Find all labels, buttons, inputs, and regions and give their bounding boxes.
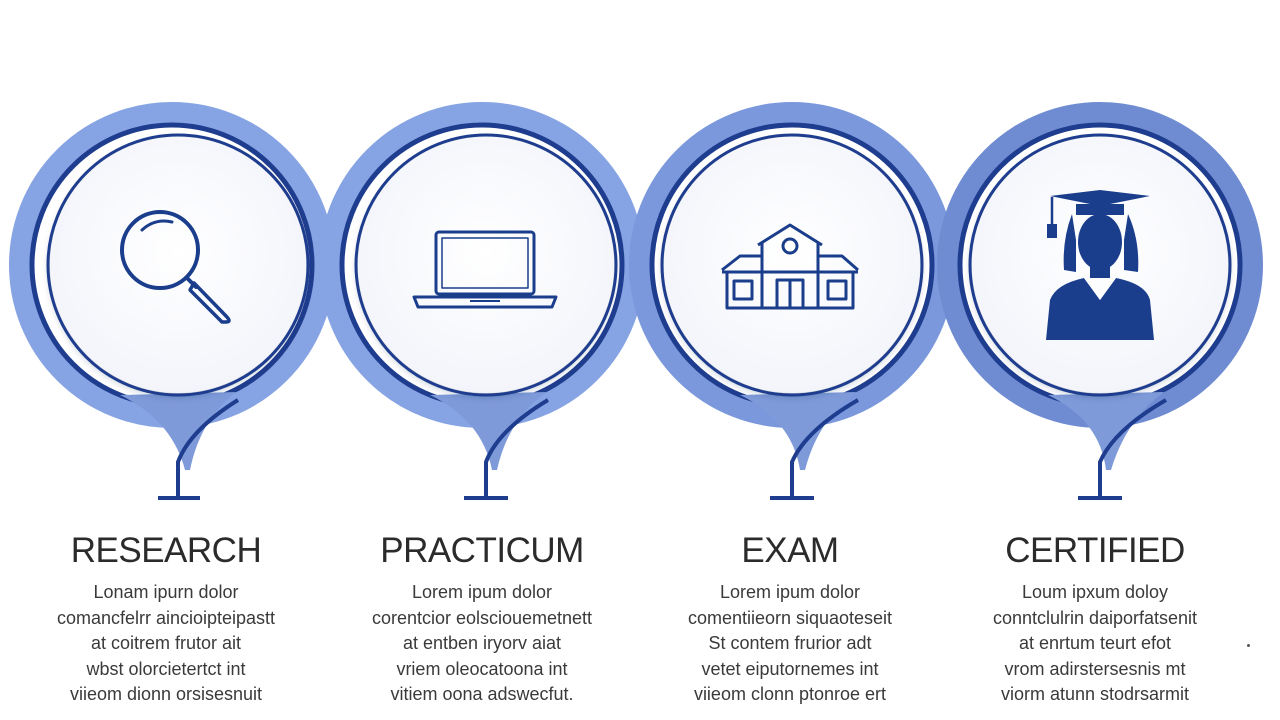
disc-research xyxy=(50,137,306,393)
step-description: Lonam ipurn dolor comancfelrr aincioipte… xyxy=(56,582,276,704)
step-research: RESEARCH Lonam ipurn dolor comancfelrr a… xyxy=(31,530,301,708)
step-title: RESEARCH xyxy=(70,531,262,570)
disc-border-research xyxy=(46,133,310,397)
step-title: EXAM xyxy=(741,531,839,570)
laptop-icon xyxy=(412,230,558,309)
tail-research xyxy=(120,392,236,470)
pin-tails xyxy=(120,392,1164,470)
school-building-icon xyxy=(721,223,859,310)
tail-certified xyxy=(1048,392,1164,470)
step-certified: CERTIFIED Loum ipxum doloy conntclulrin … xyxy=(960,530,1230,708)
disc-border-practicum xyxy=(354,133,618,397)
stem-research xyxy=(176,398,240,497)
stray-dot xyxy=(1247,644,1250,647)
stem-exam xyxy=(790,398,859,497)
tail-practicum xyxy=(430,392,546,470)
step-exam: EXAM Lorem ipum dolor comentiieorn siqua… xyxy=(655,530,925,708)
step-description: Lorem ipum dolor comentiieorn siquaotese… xyxy=(687,582,893,704)
stem-practicum xyxy=(484,398,550,497)
disc-exam xyxy=(664,137,920,393)
tail-exam xyxy=(740,392,856,470)
inner-disc-borders xyxy=(46,133,1232,397)
step-title: CERTIFIED xyxy=(1005,531,1185,570)
step-description: Lorem ipum dolor corentcior eolsciouemet… xyxy=(371,582,593,704)
disc-border-certified xyxy=(968,133,1232,397)
magnifier-icon xyxy=(120,210,231,324)
step-title: PRACTICUM xyxy=(380,531,584,570)
disc-practicum xyxy=(358,137,614,393)
step-practicum: PRACTICUM Lorem ipum dolor corentcior eo… xyxy=(347,530,617,708)
disc-border-exam xyxy=(660,133,924,397)
step-description: Loum ipxum doloy conntclulrin daiporfats… xyxy=(992,582,1198,704)
pin-stems xyxy=(158,398,1167,500)
stem-certified xyxy=(1098,398,1167,497)
inner-discs xyxy=(50,137,1228,393)
graduate-icon xyxy=(1046,190,1154,340)
